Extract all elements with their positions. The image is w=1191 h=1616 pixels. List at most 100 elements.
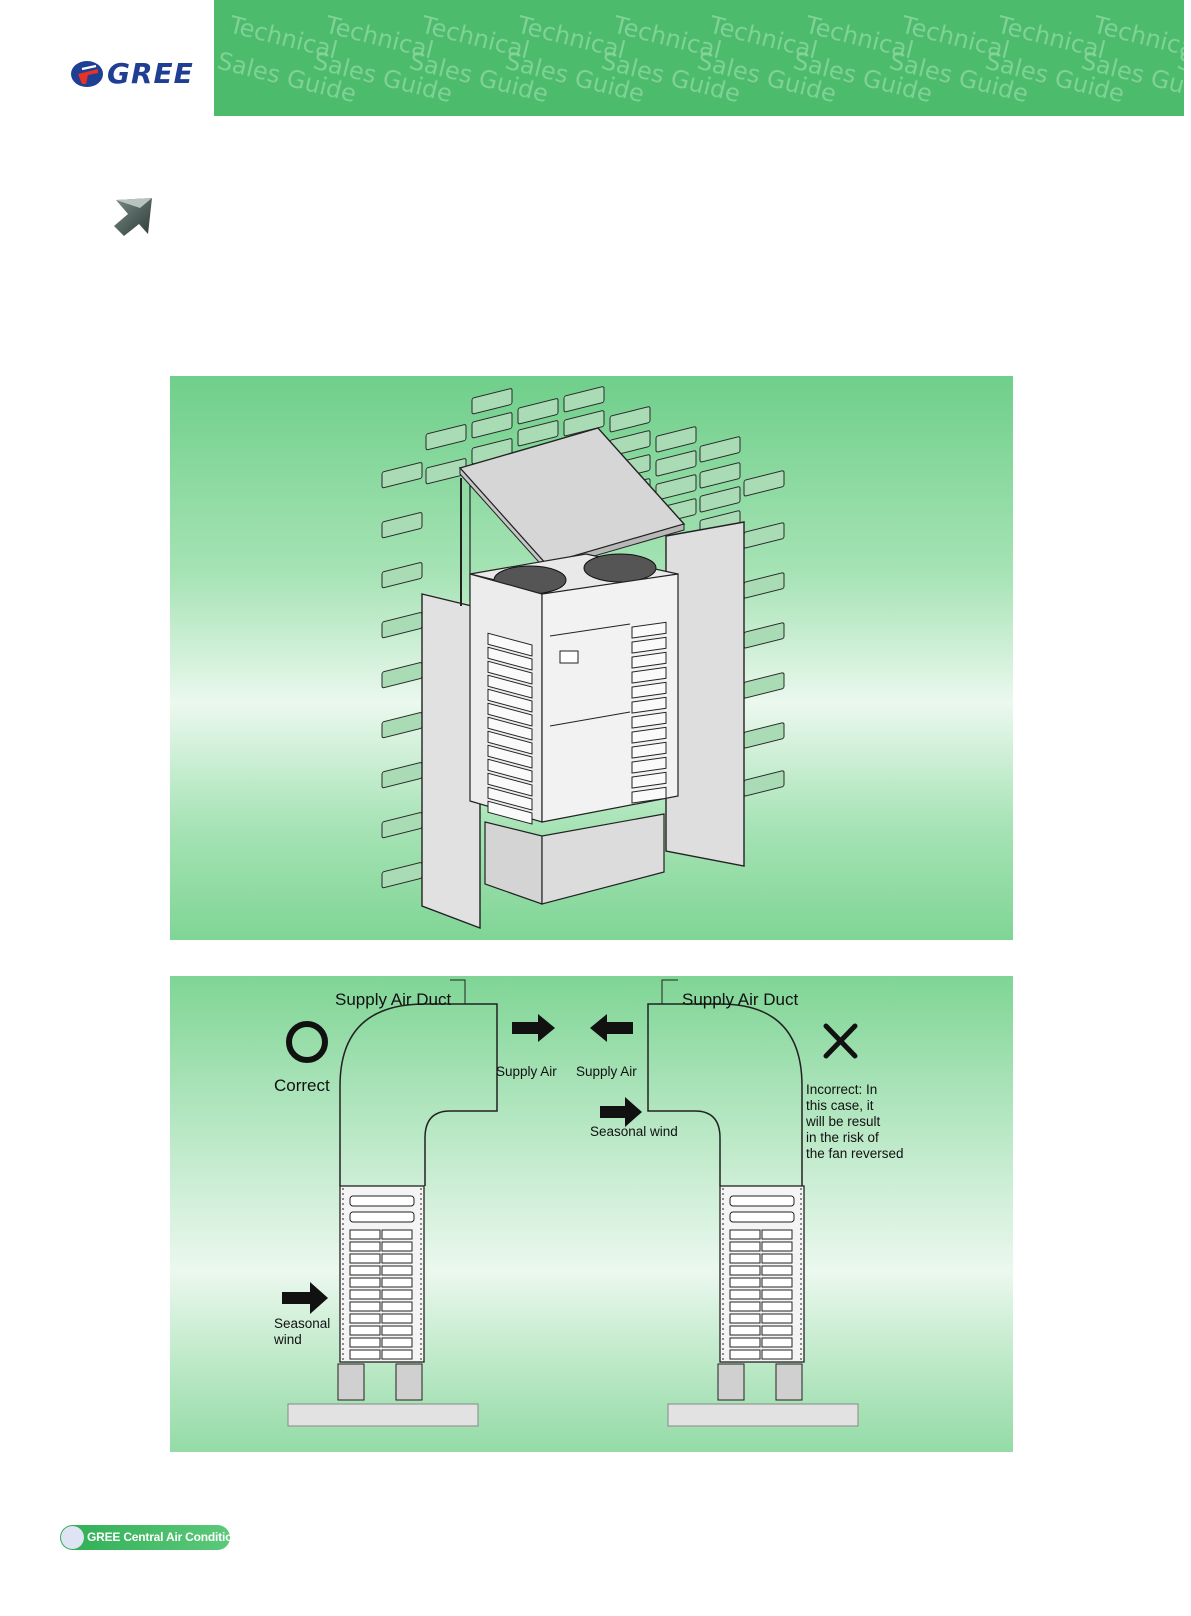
gree-logo: GREE xyxy=(70,57,194,90)
unit-louver xyxy=(761,1265,793,1276)
unit-louver xyxy=(487,786,533,811)
unit-louver xyxy=(729,1241,761,1252)
unit-louver xyxy=(761,1349,793,1360)
unit-louver xyxy=(761,1301,793,1312)
wall-brick xyxy=(381,612,423,639)
duct-illustration xyxy=(282,979,859,1427)
unit-louver xyxy=(761,1325,793,1336)
wall-brick xyxy=(381,712,423,739)
unit-louver xyxy=(487,730,533,755)
wall-brick xyxy=(471,412,513,439)
footer-badge xyxy=(60,1525,230,1550)
unit-louver xyxy=(761,1289,793,1300)
unit-louver xyxy=(381,1277,413,1288)
right-seasonal-wind-label: Seasonal wind xyxy=(590,1124,678,1139)
right-duct-label: Supply Air Duct xyxy=(682,990,799,1009)
wall-brick xyxy=(743,470,785,497)
unit-louver xyxy=(349,1265,381,1276)
unit-louver xyxy=(729,1289,761,1300)
left-supply-air-label: Supply Air xyxy=(496,1064,557,1079)
wall-brick xyxy=(563,410,605,437)
unit-louver xyxy=(487,744,533,769)
unit-louver xyxy=(381,1265,413,1276)
wall-brick xyxy=(743,572,785,599)
wall-brick xyxy=(381,762,423,789)
unit-louver xyxy=(631,636,667,654)
correct-label: Correct xyxy=(274,1076,330,1095)
unit-louver xyxy=(349,1325,381,1336)
unit-louver xyxy=(381,1229,413,1240)
unit-louver xyxy=(761,1313,793,1324)
wall-brick xyxy=(381,812,423,839)
unit-vent xyxy=(729,1195,795,1207)
unit-louver xyxy=(487,772,533,797)
unit-louver xyxy=(349,1301,381,1312)
footer-bullet-icon xyxy=(61,1526,84,1549)
unit-louver xyxy=(631,711,667,729)
unit-louver xyxy=(631,696,667,714)
wall-brick xyxy=(699,486,741,513)
left-seasonal-wind-label: Seasonal wind xyxy=(274,1316,331,1347)
unit-louver xyxy=(631,741,667,759)
unit-louver xyxy=(729,1337,761,1348)
unit-louver xyxy=(487,716,533,741)
unit-louver xyxy=(487,702,533,727)
wall-brick xyxy=(655,450,697,477)
unit-louver xyxy=(631,681,667,699)
unit-louver xyxy=(761,1241,793,1252)
unit-louver xyxy=(487,646,533,671)
unit-louver xyxy=(381,1337,413,1348)
unit-louver xyxy=(381,1349,413,1360)
wall-brick xyxy=(381,662,423,689)
wall-brick xyxy=(471,388,513,415)
logo-area: GREE xyxy=(0,0,214,116)
unit-louver xyxy=(631,621,667,639)
wall-brick xyxy=(743,672,785,699)
unit-louver xyxy=(761,1229,793,1240)
unit-louver xyxy=(349,1253,381,1264)
section-arrow-icon xyxy=(110,196,156,243)
unit-louver xyxy=(729,1253,761,1264)
unit-louver xyxy=(381,1289,413,1300)
unit-louver xyxy=(729,1313,761,1324)
unit-louver xyxy=(349,1337,381,1348)
unit-louver xyxy=(487,674,533,699)
wall-brick xyxy=(381,562,423,589)
unit-louver xyxy=(761,1277,793,1288)
wall-brick xyxy=(517,420,559,447)
figure-supply-air-duct: Supply Air Duct Correct Supply Air Seaso… xyxy=(170,976,1013,1452)
footer-text: GREE Central Air Conditioners xyxy=(87,1530,257,1544)
unit-louver xyxy=(349,1349,381,1360)
unit-louver xyxy=(381,1301,413,1312)
unit-louver xyxy=(729,1229,761,1240)
wall-brick xyxy=(425,424,467,451)
unit-louver xyxy=(729,1265,761,1276)
gree-logo-icon xyxy=(71,60,103,87)
unit-louver xyxy=(349,1289,381,1300)
unit-vent xyxy=(729,1211,795,1223)
unit-louver xyxy=(381,1241,413,1252)
figure-outdoor-unit-shelter xyxy=(170,376,1013,940)
unit-louver xyxy=(631,771,667,789)
wall-brick xyxy=(381,462,423,489)
unit-louver xyxy=(729,1349,761,1360)
unit-louver xyxy=(349,1229,381,1240)
left-duct-label: Supply Air Duct xyxy=(335,990,452,1009)
unit-louver xyxy=(761,1337,793,1348)
unit-louver xyxy=(349,1313,381,1324)
unit-vent xyxy=(349,1211,415,1223)
wall-brick xyxy=(743,770,785,797)
incorrect-x-icon xyxy=(823,1023,858,1059)
incorrect-warning-text: Incorrect: In this case, it will be resu… xyxy=(806,1082,904,1161)
wall-brick xyxy=(517,398,559,425)
wall-brick xyxy=(655,474,697,501)
unit-shelter-illustration xyxy=(381,386,785,930)
unit-vent xyxy=(349,1195,415,1207)
unit-louver xyxy=(487,632,533,657)
unit-louver xyxy=(349,1277,381,1288)
unit-louver xyxy=(381,1253,413,1264)
wall-brick xyxy=(563,386,605,413)
wall-brick xyxy=(655,426,697,453)
unit-louver xyxy=(349,1241,381,1252)
